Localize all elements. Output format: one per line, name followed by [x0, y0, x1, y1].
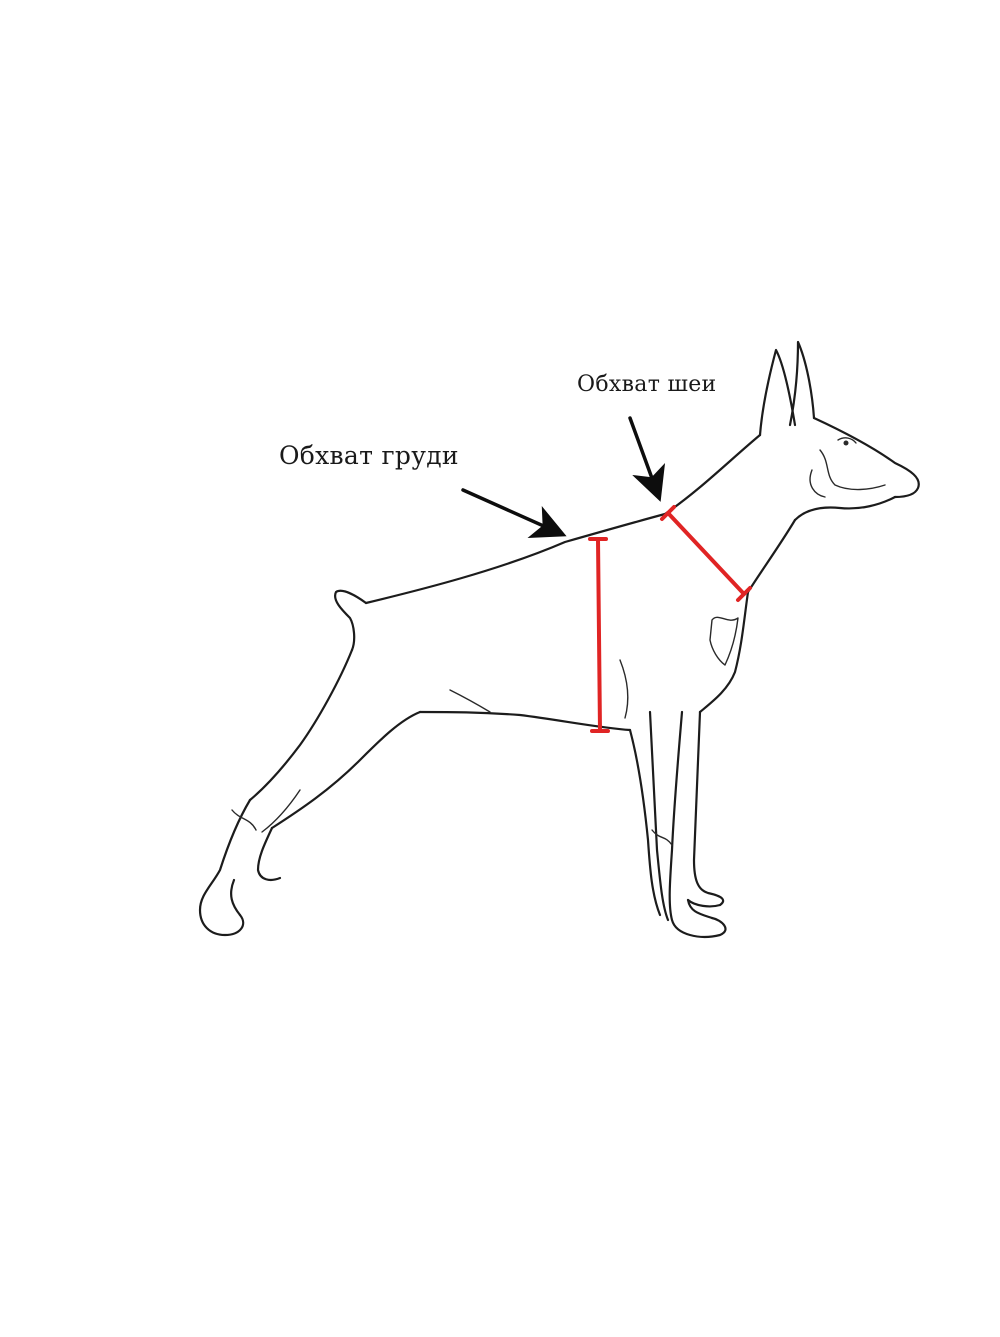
dog-outline [198, 340, 920, 938]
neck-girth-label: Обхват шеи [577, 372, 717, 397]
chest-arrow-icon [461, 488, 567, 538]
neck-arrow-icon [628, 416, 666, 502]
neck-girth-measure [660, 505, 752, 602]
chest-girth-label: Обхват груди [279, 441, 459, 470]
dog-details [231, 437, 886, 846]
chest-girth-measure [588, 537, 610, 733]
